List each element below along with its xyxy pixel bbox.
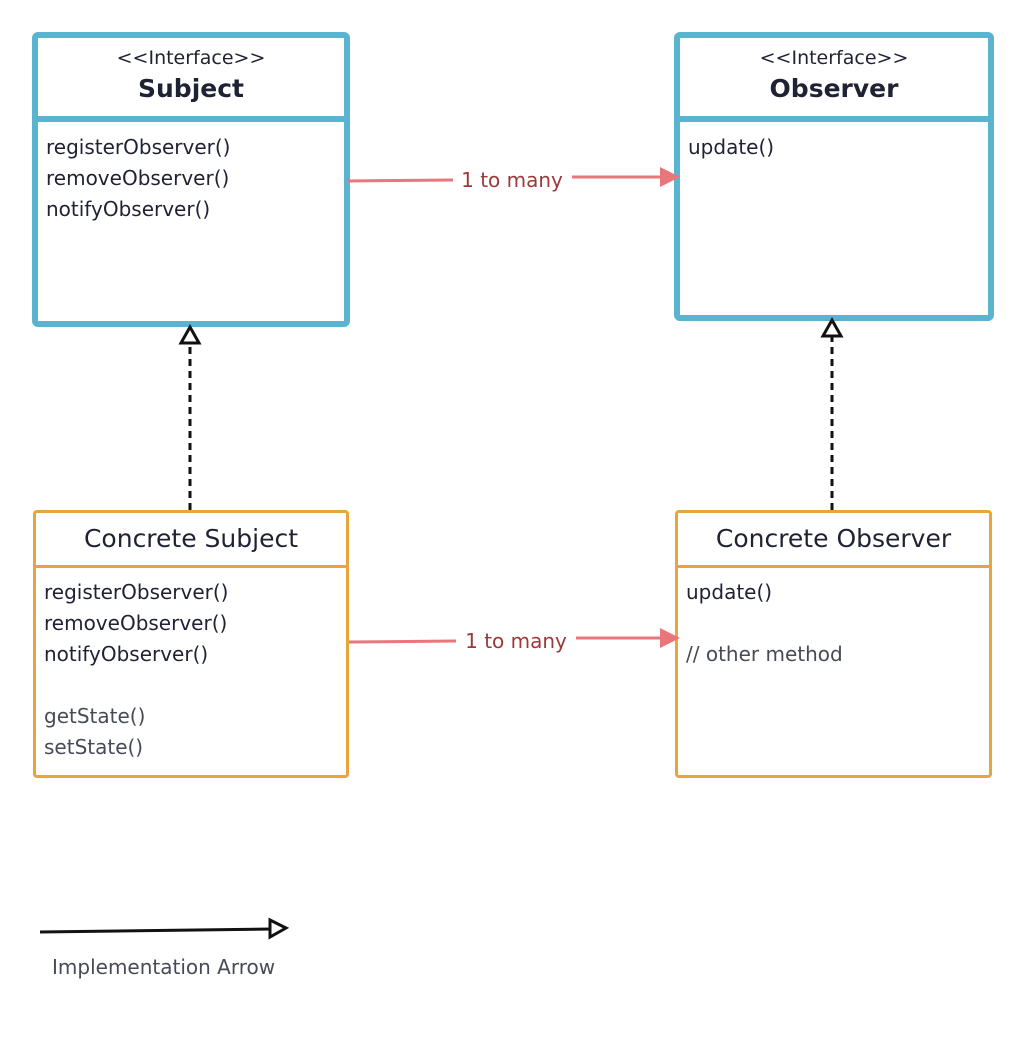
subject-stereotype: <<Interface>> [116,47,266,69]
observer-header: <<Interface>> Observer [680,38,988,122]
hollow-triangle-arrowhead [178,323,202,345]
association-arrowhead [660,167,680,187]
concrete-subject-methods: registerObserver() removeObserver() noti… [44,577,338,763]
subject-interface-box: <<Interface>> Subject registerObserver()… [32,32,350,327]
concrete-subject-method-register: registerObserver() [44,580,229,604]
concrete-observer-header: Concrete Observer [678,513,989,568]
interface-association-arrow: 1 to many [346,167,680,192]
concrete-observer-title: Concrete Observer [715,524,952,553]
observer-method-update: update() [688,135,775,159]
legend-arrow-line [39,927,273,934]
concrete-association-label: 1 to many [465,629,567,653]
subject-method-remove: removeObserver() [46,166,230,190]
observer-interface-box: <<Interface>> Observer update() [674,32,994,321]
concrete-association-arrow: 1 to many [348,628,680,653]
concrete-observer-box: Concrete Observer update() // other meth… [675,510,992,778]
subject-header: <<Interface>> Subject [38,38,344,122]
observer-methods: update() [688,132,980,163]
interface-association-label: 1 to many [461,168,563,192]
subject-methods: registerObserver() removeObserver() noti… [46,132,336,225]
observer-title: Observer [769,74,899,103]
concrete-observer-comment: // other method [686,642,843,666]
concrete-subject-method-notify: notifyObserver() [44,642,209,666]
subject-title: Subject [138,74,244,103]
subject-method-register: registerObserver() [46,135,231,159]
association-line-left [348,639,457,644]
concrete-subject-method-set-state: setState() [44,735,144,759]
observer-stereotype: <<Interface>> [759,47,909,69]
concrete-subject-method-get-state: getState() [44,704,146,728]
legend-implementation-arrow [39,917,290,940]
association-arrowhead [660,628,680,648]
observer-implementation-arrow [820,316,844,510]
concrete-observer-method-update: update() [686,580,773,604]
concrete-subject-method-remove: removeObserver() [44,611,228,635]
concrete-observer-methods: update() // other method [686,577,981,670]
legend-label: Implementation Arrow [52,955,276,979]
hollow-triangle-arrowhead [820,316,844,338]
concrete-subject-box: Concrete Subject registerObserver() remo… [33,510,349,778]
subject-method-notify: notifyObserver() [46,197,211,221]
association-line-left [346,178,454,183]
legend-hollow-arrowhead [268,917,290,940]
subject-implementation-arrow [178,323,202,510]
concrete-subject-title: Concrete Subject [83,524,299,553]
concrete-subject-header: Concrete Subject [36,513,346,568]
